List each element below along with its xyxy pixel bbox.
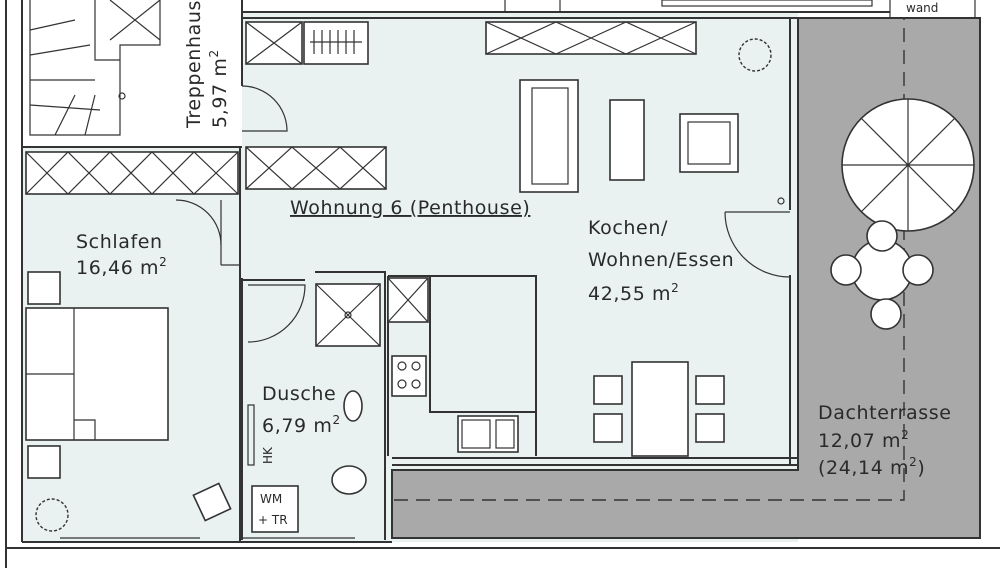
terrace-chair — [870, 298, 902, 330]
bedroom-area: 16,46 m2 — [76, 255, 167, 279]
bedroom-label: Schlafen — [76, 231, 163, 253]
terrace-label: Dachterrasse — [818, 402, 952, 424]
nightstand-bottom — [27, 445, 61, 479]
washer-label: WM — [260, 492, 282, 506]
bedroom-chair — [192, 482, 232, 522]
bathroom-label: Dusche — [262, 383, 336, 405]
terrace-chair — [830, 254, 862, 286]
armchair — [679, 113, 739, 173]
terrace-chair — [902, 254, 934, 286]
heater-label: HK — [261, 446, 275, 464]
bathroom-area: 6,79 m2 — [262, 413, 341, 437]
dining-chair — [695, 375, 725, 405]
terrace-chair — [866, 220, 898, 252]
dining-chair — [593, 413, 623, 443]
stair-area: 5,97 m2 — [207, 49, 231, 128]
top-windows — [504, 0, 976, 18]
living-area — [245, 21, 791, 457]
terrace — [391, 17, 981, 539]
terrace-area: 12,07 m2 — [818, 428, 909, 452]
terrace-area-total: (24,14 m2) — [818, 455, 925, 479]
living-plant-icon — [738, 38, 772, 72]
bath-sink — [343, 390, 363, 422]
dining-table — [631, 361, 689, 457]
coffee-table — [609, 99, 645, 181]
living-area-value: 42,55 m2 — [588, 281, 679, 305]
dining-chair — [695, 413, 725, 443]
stair-label: Treppenhaus — [183, 0, 205, 129]
stairwell — [22, 0, 288, 148]
toilet — [331, 465, 367, 495]
bedroom-plant-icon — [35, 498, 69, 532]
washer-box — [251, 485, 299, 533]
dining-chair — [593, 375, 623, 405]
bedroom — [25, 147, 355, 542]
bedroom-wardrobe — [25, 151, 239, 195]
coat-rack — [303, 21, 369, 65]
kitchen-sink — [457, 415, 519, 453]
bathroom — [241, 271, 386, 540]
living-label-2: Wohnen/Essen — [588, 249, 734, 271]
apartment-title: Wohnung 6 (Penthouse) — [290, 197, 530, 219]
wall-label: wand — [906, 1, 938, 15]
living-label-1: Kochen/ — [588, 217, 668, 239]
dryer-label: + TR — [258, 513, 288, 527]
nightstand-top — [27, 271, 61, 305]
cooktop — [391, 355, 427, 397]
sofa — [519, 79, 579, 193]
outer-walls — [5, 0, 1000, 568]
terrace-furniture — [830, 98, 975, 330]
